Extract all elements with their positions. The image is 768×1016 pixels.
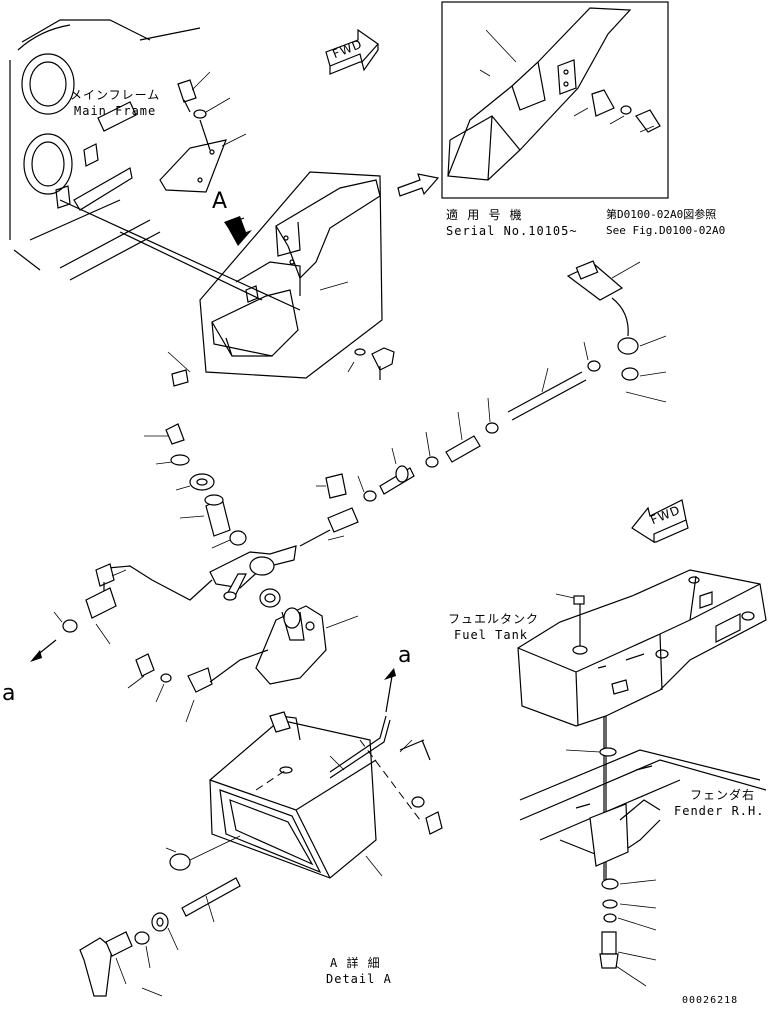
serial-label-en: Serial No.10105~ (446, 224, 578, 238)
drawing-number: 00026218 (682, 995, 739, 1006)
see-fig-label-en: See Fig.D0100-02A0 (606, 224, 726, 237)
detail-label-jp: A 詳 細 (330, 956, 381, 970)
housing-bolt-group (347, 347, 395, 380)
detail-label-en: Detail A (326, 972, 392, 986)
main-frame-label-en: Main Frame (74, 104, 157, 118)
inset-detail (441, 1, 669, 199)
fuel-tank-label-jp: フュエルタンク (448, 612, 540, 626)
fender-label-en: Fender R.H. (674, 804, 765, 818)
fender-drawing (519, 747, 767, 987)
fuel-tank-label-en: Fuel Tank (454, 628, 529, 642)
inset-arrow-icon (397, 173, 440, 197)
clevis-group-left (30, 563, 127, 662)
see-fig-label-jp: 第D0100-02A0図参照 (606, 208, 717, 221)
view-direction-arrow-icon (224, 216, 252, 246)
rod-and-knob-parts (79, 835, 241, 997)
switch-linkage (357, 260, 667, 502)
main-frame-label-jp: メインフレーム (70, 88, 161, 102)
view-letter-a: A (212, 189, 229, 214)
battery-bracket-housing (59, 171, 383, 387)
ref-a-left: a (2, 681, 17, 706)
serial-label-jp: 適 用 号 機 (446, 208, 523, 222)
fwd-arrow-icon (325, 28, 379, 75)
main-frame-drawing (9, 19, 201, 281)
left-linkage-parts (107, 423, 359, 608)
upper-bracket-group (159, 71, 247, 193)
fwd-arrow-icon-right (631, 499, 689, 544)
ref-a-right: a (398, 643, 413, 668)
lower-bracket-box (127, 605, 443, 879)
fender-label-jp: フェンダ右 (690, 788, 756, 802)
